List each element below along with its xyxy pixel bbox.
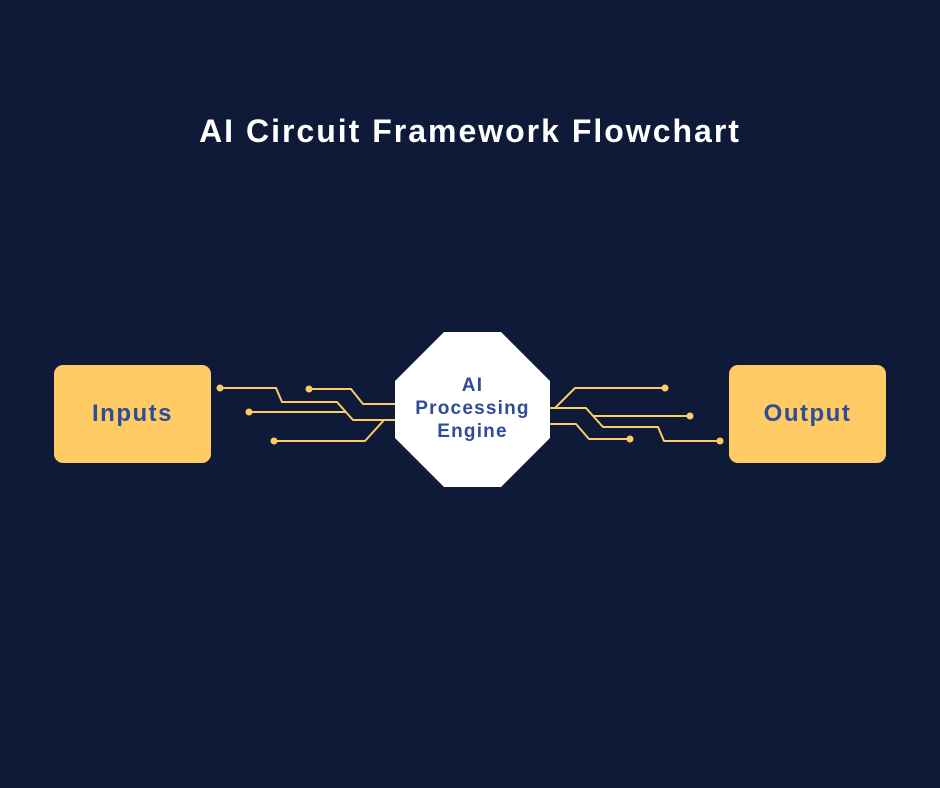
input-trace-dot [245,408,253,416]
output-trace-dot [626,435,634,443]
output-trace-dot [661,384,669,392]
output-trace-endpoints [626,384,724,445]
input-circuit-traces [220,387,396,442]
input-trace-dot [305,385,313,393]
inputs-node[interactable]: Inputs [54,365,211,463]
output-trace-1 [554,387,665,409]
diagram-title: AI Circuit Framework Flowchart [199,113,741,149]
inputs-label: Inputs [92,400,173,427]
input-trace-4 [274,419,385,442]
output-node[interactable]: Output [729,365,886,463]
output-trace-dot [716,437,724,445]
input-trace-endpoints [216,384,313,445]
input-trace-dot [216,384,224,392]
engine-label-line1: AI [461,375,484,396]
input-trace-2 [309,388,396,405]
output-trace-dot [686,412,694,420]
engine-label-line3: Engine [437,421,508,442]
output-label: Output [763,400,852,427]
engine-octagon[interactable] [395,332,550,487]
engine-label-line2: Processing [415,398,530,419]
input-trace-dot [270,437,278,445]
output-trace-4 [549,423,630,440]
output-trace-2 [549,407,720,442]
input-trace-1 [220,387,396,421]
engine-label: AI Processing Engine [395,374,550,443]
output-circuit-traces [549,387,720,442]
